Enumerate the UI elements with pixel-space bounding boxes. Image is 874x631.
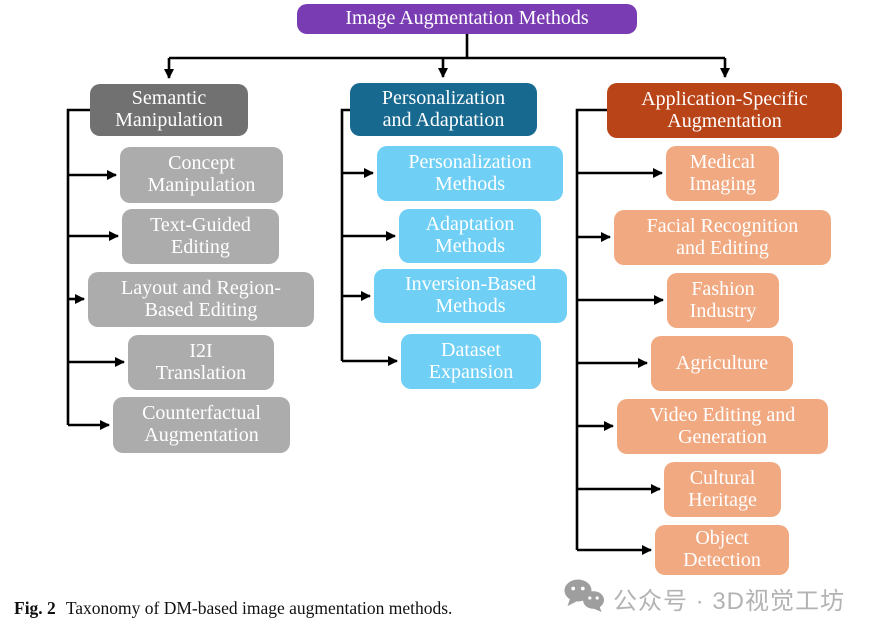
node-fashion-industry: Fashion Industry <box>667 273 779 328</box>
node-object-detection: Object Detection <box>655 525 789 575</box>
node-dataset-expansion: Dataset Expansion <box>401 334 541 389</box>
node-concept-manipulation: Concept Manipulation <box>120 147 283 203</box>
node-layout-region-editing: Layout and Region- Based Editing <box>88 272 314 327</box>
watermark-text: 公众号 · 3D视觉工坊 <box>613 588 846 615</box>
node-i2i-translation: I2I Translation <box>128 335 274 390</box>
figure-caption: Fig. 2 Taxonomy of DM-based image augment… <box>14 598 452 619</box>
watermark: 公众号 · 3D视觉工坊 <box>563 578 845 619</box>
node-application-specific: Application-Specific Augmentation <box>607 83 842 138</box>
node-semantic-manipulation: Semantic Manipulation <box>90 84 248 136</box>
node-adaptation-methods: Adaptation Methods <box>399 209 541 263</box>
node-agriculture: Agriculture <box>651 336 793 391</box>
caption-text: Taxonomy of DM-based image augmentation … <box>65 598 453 618</box>
wechat-icon <box>563 578 605 619</box>
node-counterfactual-augmentation: Counterfactual Augmentation <box>113 397 290 453</box>
node-personalization-methods: Personalization Methods <box>377 146 563 201</box>
node-cultural-heritage: Cultural Heritage <box>664 462 781 517</box>
node-medical-imaging: Medical Imaging <box>666 146 779 201</box>
node-facial-recognition-editing: Facial Recognition and Editing <box>614 210 831 265</box>
node-text-guided-editing: Text-Guided Editing <box>122 209 279 264</box>
node-video-editing-generation: Video Editing and Generation <box>617 399 828 454</box>
caption-fig-label: Fig. 2 <box>14 598 56 618</box>
node-personalization-adaptation: Personalization and Adaptation <box>350 83 537 136</box>
node-inversion-based-methods: Inversion-Based Methods <box>374 269 567 323</box>
node-root: Image Augmentation Methods <box>297 4 637 34</box>
